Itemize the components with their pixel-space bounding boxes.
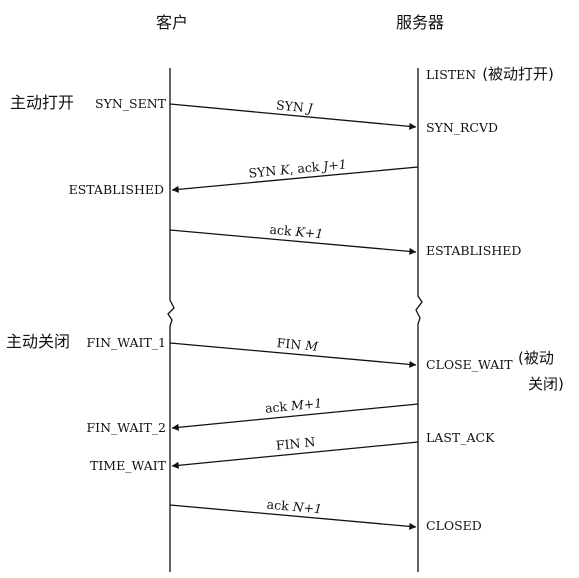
server-state-last-ack: LAST_ACK xyxy=(426,430,495,445)
client-state-fin-wait-2: FIN_WAIT_2 xyxy=(86,420,166,435)
client-timeline xyxy=(167,68,175,572)
close-wait-note-line1: (被动 xyxy=(518,349,554,367)
arrow-ack-m1 xyxy=(171,403,419,431)
client-state-fin-wait-1: FIN_WAIT_1 xyxy=(86,335,166,350)
client-state-syn-sent: SYN_SENT xyxy=(95,96,167,111)
msg-syn-k-ack: SYN K, ack J+1 xyxy=(248,156,347,180)
msg-syn-j: SYN J xyxy=(275,97,314,115)
server-header: 服务器 xyxy=(396,13,444,32)
msg-ack-m1: ack M+1 xyxy=(264,395,322,416)
client-state-established: ESTABLISHED xyxy=(69,182,164,197)
arrow-syn-j xyxy=(169,103,417,130)
client-header: 客户 xyxy=(156,13,188,32)
arrow-ack-n1 xyxy=(169,504,417,530)
msg-ack-n1: ack N+1 xyxy=(266,497,323,517)
arrow-fin-m xyxy=(169,342,417,368)
msg-fin-m: FIN M xyxy=(276,335,320,354)
server-state-listen: LISTEN(被动打开) xyxy=(426,65,554,83)
client-state-time-wait: TIME_WAIT xyxy=(90,458,167,473)
server-timeline xyxy=(415,68,423,572)
server-state-syn-rcvd: SYN_RCVD xyxy=(426,120,498,135)
close-wait-note-line2: 关闭) xyxy=(528,375,564,393)
server-state-close-wait: CLOSE_WAIT xyxy=(426,357,513,372)
arrow-ack-k1 xyxy=(169,229,417,255)
server-state-closed: CLOSED xyxy=(426,518,482,533)
arrow-fin-n xyxy=(171,441,419,469)
msg-ack-k1: ack K+1 xyxy=(269,222,324,242)
server-state-established: ESTABLISHED xyxy=(426,243,521,258)
active-close-note: 主动关闭 xyxy=(6,332,70,351)
active-open-note: 主动打开 xyxy=(10,93,74,112)
arrow-syn-k-ack xyxy=(171,166,419,193)
msg-fin-n: FIN N xyxy=(275,434,316,453)
